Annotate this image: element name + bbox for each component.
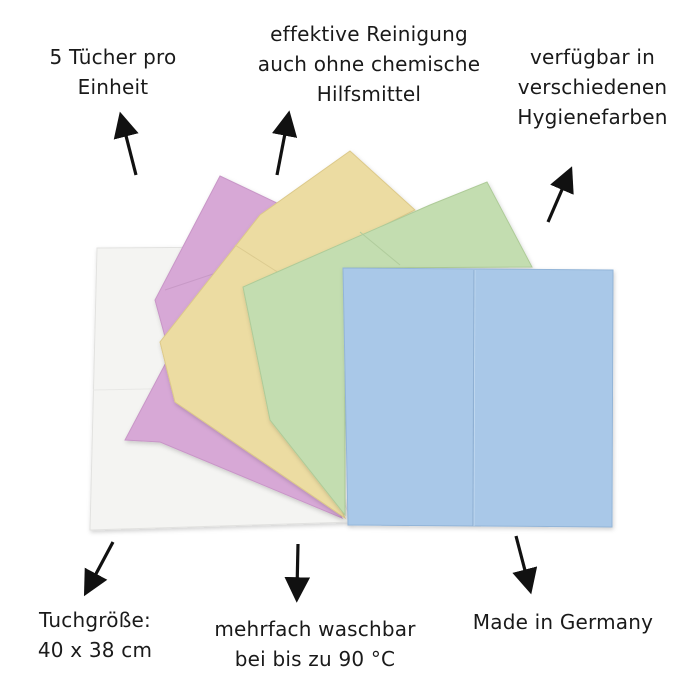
- feature-cleaning-line1: effektive Reinigung: [270, 22, 468, 46]
- arrow-icon: [512, 535, 538, 595]
- feature-size: Tuchgröße: 40 x 38 cm: [20, 605, 170, 665]
- feature-washable-line2: bei bis zu 90 °C: [234, 647, 396, 671]
- feature-cleaning-line3: Hilfsmittel: [316, 82, 422, 106]
- cloth-green: [242, 181, 533, 517]
- feature-cleaning-line2: auch ohne chemische: [257, 52, 481, 76]
- feature-pieces: 5 Tücher pro Einheit: [28, 42, 198, 102]
- feature-cleaning: effektive Reinigung auch ohne chemische …: [237, 19, 501, 109]
- feature-colors: verfügbar in verschiedenen Hygienefarben: [500, 42, 685, 132]
- arrow-icon: [284, 543, 311, 603]
- feature-pieces-line1: 5 Tücher pro: [49, 45, 177, 69]
- cloth-blue: [342, 267, 614, 528]
- feature-pieces-line2: Einheit: [77, 75, 149, 99]
- feature-colors-line1: verfügbar in: [530, 45, 655, 69]
- feature-colors-line2: verschiedenen: [517, 75, 668, 99]
- feature-size-line1: Tuchgröße:: [39, 608, 151, 632]
- arrow-icon: [83, 541, 115, 597]
- feature-washable: mehrfach waschbar bei bis zu 90 °C: [195, 614, 435, 674]
- arrow-icon: [546, 166, 574, 223]
- feature-size-line2: 40 x 38 cm: [37, 638, 153, 662]
- arrow-icon: [272, 110, 298, 176]
- arrow-icon: [113, 111, 139, 176]
- feature-colors-line3: Hygienefarben: [517, 105, 668, 129]
- feature-origin: Made in Germany: [458, 607, 668, 637]
- feature-origin-line1: Made in Germany: [472, 610, 654, 634]
- feature-washable-line1: mehrfach waschbar: [214, 617, 416, 641]
